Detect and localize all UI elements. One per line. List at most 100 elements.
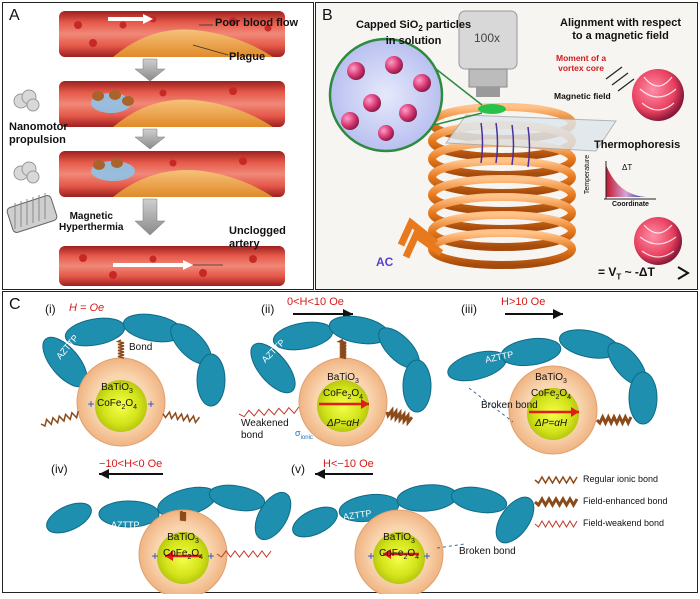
temperature-axis-label: Temperature xyxy=(584,154,592,195)
sigma-ionic-label: σionic xyxy=(295,428,313,441)
nanomotor-cloud-icons xyxy=(13,89,40,184)
charges-i-plus-left: + xyxy=(87,397,94,411)
batio-sub-iv: 3 xyxy=(195,538,199,545)
batio-text-iv: BaTiO xyxy=(167,532,196,543)
state-ii-roman: (ii) xyxy=(261,302,275,316)
weakened-bond-label: Weakened bond xyxy=(241,418,289,442)
cofe-o-v: O xyxy=(407,548,416,559)
cofe-o-iv: O xyxy=(191,548,200,559)
state-i-roman: (i) xyxy=(45,302,56,316)
cofe-sub2-i: 4 xyxy=(133,404,138,411)
moment-arrows xyxy=(605,66,635,92)
polymer-chain-iv-segment xyxy=(46,502,92,534)
state-iii-field: H>10 Oe xyxy=(501,296,546,308)
legend-weakend: Field-weakend bond xyxy=(583,518,665,528)
unclogged-label-line1: Unclogged xyxy=(229,225,286,237)
capped-particles-label: Capped SiO2 particles in solution xyxy=(356,19,471,48)
delta-t-label: ΔT xyxy=(622,163,633,172)
legend-swatch-enhanced xyxy=(534,496,579,508)
charges-v-plus-right: + xyxy=(423,549,430,563)
cofe-o-ii: O xyxy=(351,388,360,399)
velocity-label: = VT ~ -ΔT xyxy=(598,265,655,281)
nanomotor-label-line2: propulsion xyxy=(9,134,66,146)
cofe-text-ii: CoFe xyxy=(323,388,348,399)
state-iii-roman: (iii) xyxy=(461,302,477,316)
bond-spring-i-top xyxy=(115,339,125,359)
particle-iv-core xyxy=(157,532,209,584)
alignment-line1: Alignment with respect xyxy=(560,17,682,29)
polymer-chain-i-segment xyxy=(196,353,226,407)
weakened-line1: Weakened xyxy=(241,418,289,429)
polymer-chain-iv-segment xyxy=(208,484,266,512)
broken-bond-label-v: Broken bond xyxy=(459,546,516,557)
legend-enhanced: Field-enhanced bond xyxy=(583,496,668,506)
sample-slide xyxy=(445,104,617,168)
bond-spring-i-right xyxy=(162,410,201,425)
magnetic-coil-icon xyxy=(6,193,58,233)
batio-text-v: BaTiO xyxy=(383,532,412,543)
bond-spring-ii-right xyxy=(385,406,414,427)
sigma-text: σ xyxy=(295,428,301,438)
panel-c-illustration: ++++++ xyxy=(40,309,658,599)
batio-sub-i: 3 xyxy=(129,388,133,395)
panel-b: B Capped SiO2 particles in solution 100x… xyxy=(315,2,698,290)
cofe-sub2-iii: 4 xyxy=(567,394,572,401)
alignment-line2: to a magnetic field xyxy=(572,30,669,42)
weakened-line2: bond xyxy=(241,430,264,441)
broken-bond-label-iii: Broken bond xyxy=(481,400,538,411)
core-label-ii: BaTiO3 CoFe2O4 xyxy=(323,372,363,404)
state-iv-field: −10<H<0 Oe xyxy=(99,458,163,470)
legend-regular: Regular ionic bond xyxy=(583,474,659,484)
polymer-chain-ii-segment xyxy=(402,359,432,413)
capped-text-3: in solution xyxy=(385,35,442,48)
panel-a-letter: A xyxy=(9,7,20,24)
bond-spring-i-left xyxy=(40,410,79,428)
poor-blood-flow-label: Poor blood flow xyxy=(215,17,299,29)
core-label-iv: BaTiO3 CoFe2O4 xyxy=(163,532,203,564)
polymer-chain-iv-segment xyxy=(254,491,292,541)
unclogged-label-line2: artery xyxy=(229,238,260,250)
polymer-chain-ii-segment xyxy=(250,342,296,394)
cofe-sub1-v: 2 xyxy=(403,554,408,561)
capped-text-2: particles xyxy=(422,19,472,31)
charges-iv-plus-left: + xyxy=(151,549,158,563)
stage-arrows xyxy=(134,58,166,236)
alignment-label: Alignment with respect to a magnetic fie… xyxy=(560,17,681,43)
state-v-field: H<−10 Oe xyxy=(323,458,374,470)
particle-i-core xyxy=(95,380,147,432)
state-i-field: H = Oe xyxy=(69,302,105,314)
artery-stage-4 xyxy=(59,246,285,286)
core-label-v: BaTiO3 CoFe2O4 xyxy=(379,532,419,564)
particle-iii-core xyxy=(527,388,579,440)
artery-stage-2 xyxy=(59,81,285,127)
charges-v-plus-left: + xyxy=(367,549,374,563)
field-arrow-iii-head xyxy=(553,309,563,319)
unclogged-artery-label: Unclogged artery xyxy=(229,225,286,251)
cofe-o-iii: O xyxy=(559,388,568,399)
thermophoresis-plot xyxy=(604,161,656,200)
polymer-chain-iv-segment xyxy=(98,500,160,528)
cofe-sub1-iv: 2 xyxy=(187,554,192,561)
sigma-sub: ionic xyxy=(300,434,313,441)
polymer-chain-v-segment xyxy=(495,496,535,544)
batio-sub-ii: 3 xyxy=(355,378,359,385)
polymer-chain-v-segment xyxy=(450,486,508,514)
batio-sub-v: 3 xyxy=(411,538,415,545)
polarization-arrow-iv-head xyxy=(165,551,173,561)
plague-label: Plague xyxy=(229,51,266,63)
panel-a: A Poor blood flow Plague Nanomotor propu… xyxy=(2,2,314,290)
microscope-objective xyxy=(458,10,518,97)
polymer-chain-iii-segment xyxy=(628,371,658,425)
core-label-iii: BaTiO3 CoFe2O4 xyxy=(531,372,571,404)
batio-sub-iii: 3 xyxy=(563,378,567,385)
bond-label: Bond xyxy=(129,342,153,353)
cofe-sub1-iii: 2 xyxy=(555,394,560,401)
polymer-chain-iii-segment xyxy=(500,337,562,367)
cofe-sub2-ii: 4 xyxy=(359,394,364,401)
broken-bond-line-v xyxy=(436,543,466,549)
particle-v-core xyxy=(373,532,425,584)
capped-sub: 2 xyxy=(418,24,423,34)
panel-a-illustration xyxy=(6,11,285,286)
panel-c: ++++++ C (i) H = Oe (ii) 0<H<10 Oe (iii)… xyxy=(2,291,698,599)
magnetic-label-line1: Magnetic xyxy=(69,211,113,222)
